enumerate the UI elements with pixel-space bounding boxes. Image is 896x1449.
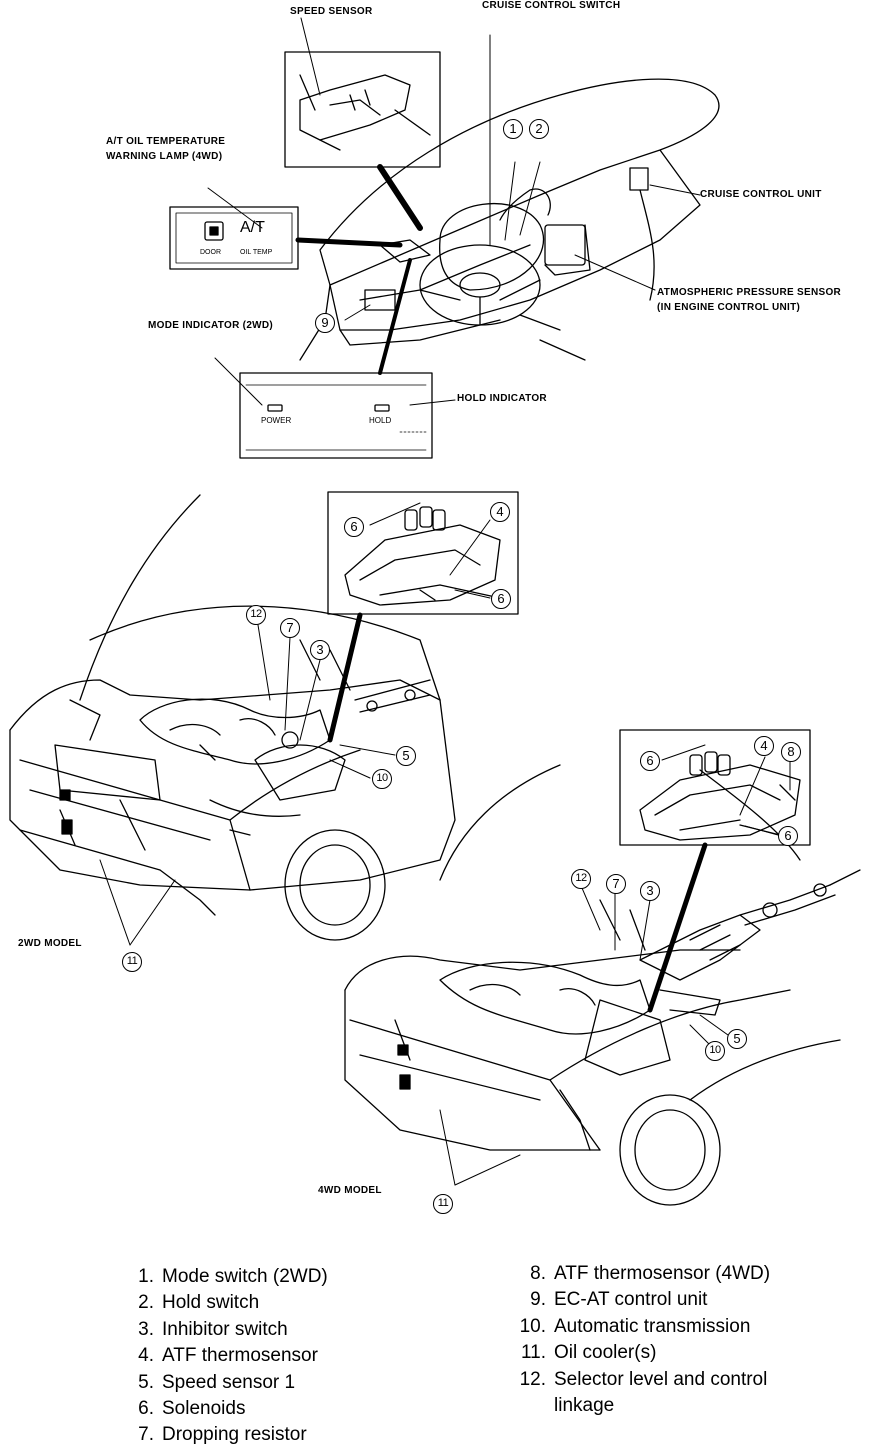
4wd-model-label: 4WD MODEL [318,1185,382,1196]
callout-2: 2 [529,119,549,139]
warning-lamp-leader [295,237,403,248]
callout-4wd-12: 12 [571,869,591,889]
callout-2wd-11: 11 [122,952,142,972]
callout-4wd-6-lower: 6 [778,826,798,846]
legend-item-continuation: linkage [554,1395,615,1417]
callout-2wd-6-lower: 6 [491,589,511,609]
at-oil-temp-label-line1: A/T OIL TEMPERATURE [106,136,226,147]
dashboard-illustration [299,78,720,361]
2wd-leader-lines [99,502,491,946]
mode-indicator-label: MODE INDICATOR (2WD) [148,320,274,331]
legend-item: 3.Inhibitor switch [138,1318,288,1340]
warning-panel-at-text: A/T [240,219,265,236]
callout-4wd-4: 4 [754,736,774,756]
callout-4wd-7: 7 [606,874,626,894]
legend-item: 8.ATF thermosensor (4WD) [530,1263,771,1284]
callout-1: 1 [503,119,523,139]
callout-2wd-4: 4 [490,502,510,522]
hold-indicator-panel [239,372,433,459]
warning-panel-door-text: DOOR [200,249,221,256]
legend-item: 1.Mode switch (2WD) [138,1266,328,1287]
legend-item: 12.Selector level and control [519,1368,768,1390]
callout-2wd-3: 3 [310,640,330,660]
4wd-leader-lines [439,744,791,1186]
warning-panel-oil-temp-text: OIL TEMP [240,249,273,256]
callout-2wd-5: 5 [396,746,416,766]
legend-item: 4.ATF thermosensor [138,1345,318,1367]
legend-right: 8.ATF thermosensor (4WD) 9.EC-AT control… [506,1261,771,1419]
indicator-power-text: POWER [261,416,292,425]
callout-2wd-7: 7 [280,618,300,638]
top-leader-lines [207,17,701,406]
legend-item: 2.Hold switch [138,1292,260,1314]
2wd-model-label: 2WD MODEL [18,938,82,949]
callout-4wd-8: 8 [781,742,801,762]
speed-sensor-inset [284,51,441,168]
at-warning-lamp-panel [169,206,299,270]
callout-2wd-12: 12 [246,605,266,625]
legend-item: 9.EC-AT control unit [530,1289,708,1311]
callout-4wd-10: 10 [705,1041,725,1061]
callout-4wd-5: 5 [727,1029,747,1049]
callout-4wd-6-upper: 6 [640,751,660,771]
indicator-hold-text: HOLD [369,416,392,425]
cruise-control-switch-label: CRUISE CONTROL SWITCH [482,0,621,11]
speed-sensor-leader [377,164,423,231]
callout-9: 9 [315,313,335,333]
callout-2wd-6-upper: 6 [344,517,364,537]
speed-sensor-label: SPEED SENSOR [290,6,373,17]
callout-4wd-3: 3 [640,881,660,901]
legend-item: 7.Dropping resistor [138,1424,307,1446]
atmospheric-pressure-sensor-label-line1: ATMOSPHERIC PRESSURE SENSOR [657,287,842,298]
cruise-control-unit-label: CRUISE CONTROL UNIT [700,189,822,200]
legend-item: 10.Automatic transmission [519,1315,751,1337]
2wd-inset-leader [327,612,363,743]
hold-indicator-label: HOLD INDICATOR [457,393,547,404]
legend-item: 6.Solenoids [138,1398,246,1420]
legend-item: 5.Speed sensor 1 [138,1371,296,1393]
callout-2wd-10: 10 [372,769,392,789]
4wd-valve-body-inset [619,729,811,846]
legend-left: 1.Mode switch (2WD) 2.Hold switch 3.Inhi… [120,1264,328,1449]
2wd-valve-body-inset [327,491,519,615]
callout-4wd-11: 11 [433,1194,453,1214]
legend-item: 11.Oil cooler(s) [520,1342,657,1364]
at-oil-temp-label-line2: WARNING LAMP (4WD) [106,151,223,162]
hold-indicator-leader [378,258,412,375]
2wd-car-illustration [9,494,456,941]
4wd-inset-leader [647,842,708,1013]
atmospheric-pressure-sensor-label-line2: (IN ENGINE CONTROL UNIT) [657,302,801,313]
4wd-car-illustration [344,764,861,1206]
